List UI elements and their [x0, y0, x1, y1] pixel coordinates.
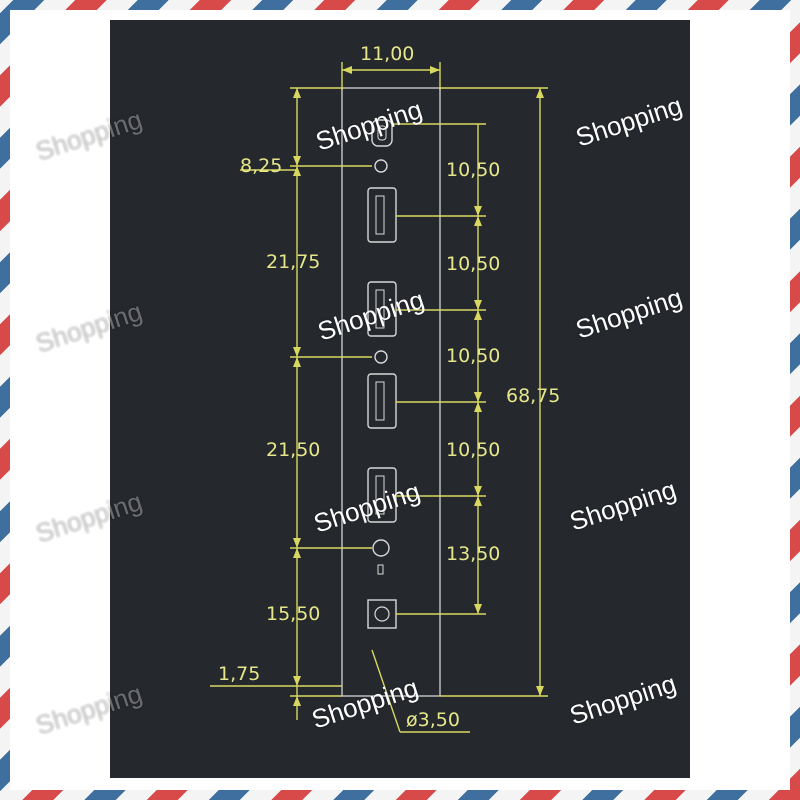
dim-10-50-a: 10,50	[446, 159, 500, 181]
dim-width-top: 11,00	[360, 43, 414, 65]
dim-10-50-b: 10,50	[446, 253, 500, 275]
push-button	[367, 599, 397, 629]
usb-a-port-2-tongue	[375, 289, 385, 329]
small-led-slot	[377, 564, 384, 575]
usb-a-port-4	[367, 467, 397, 523]
led-hole-2	[374, 350, 388, 364]
diameter-leader	[371, 649, 401, 733]
usb-c-port	[371, 119, 393, 147]
usb-a-port-2	[367, 281, 397, 337]
dim-21-75: 21,75	[266, 251, 320, 273]
dim-diameter: ø3,50	[406, 709, 460, 731]
usb-a-port-1-tongue	[375, 195, 385, 235]
dim-total-height: 68,75	[506, 385, 560, 407]
led-hole-1	[374, 159, 388, 173]
dim-10-50-d: 10,50	[446, 439, 500, 461]
usb-a-port-1	[367, 187, 397, 243]
usb-c-port-inner	[377, 125, 387, 141]
push-button-cap	[374, 606, 390, 622]
dim-21-50: 21,50	[266, 439, 320, 461]
panel-outline	[341, 87, 441, 697]
cad-drawing: 11,00 8,25 21,75 21,50 15,50 1,75 10,50 …	[110, 20, 690, 778]
round-hole-3	[372, 539, 390, 557]
usb-a-port-3	[367, 373, 397, 429]
dim-1-75: 1,75	[218, 663, 260, 685]
dim-8-25: 8,25	[240, 155, 282, 177]
dim-13-50: 13,50	[446, 543, 500, 565]
dimension-diagram: 11,00 8,25 21,75 21,50 15,50 1,75 10,50 …	[210, 43, 560, 733]
dim-15-50: 15,50	[266, 603, 320, 625]
usb-a-port-3-tongue	[375, 381, 385, 421]
usb-a-port-4-tongue	[375, 475, 385, 515]
dim-10-50-c: 10,50	[446, 345, 500, 367]
